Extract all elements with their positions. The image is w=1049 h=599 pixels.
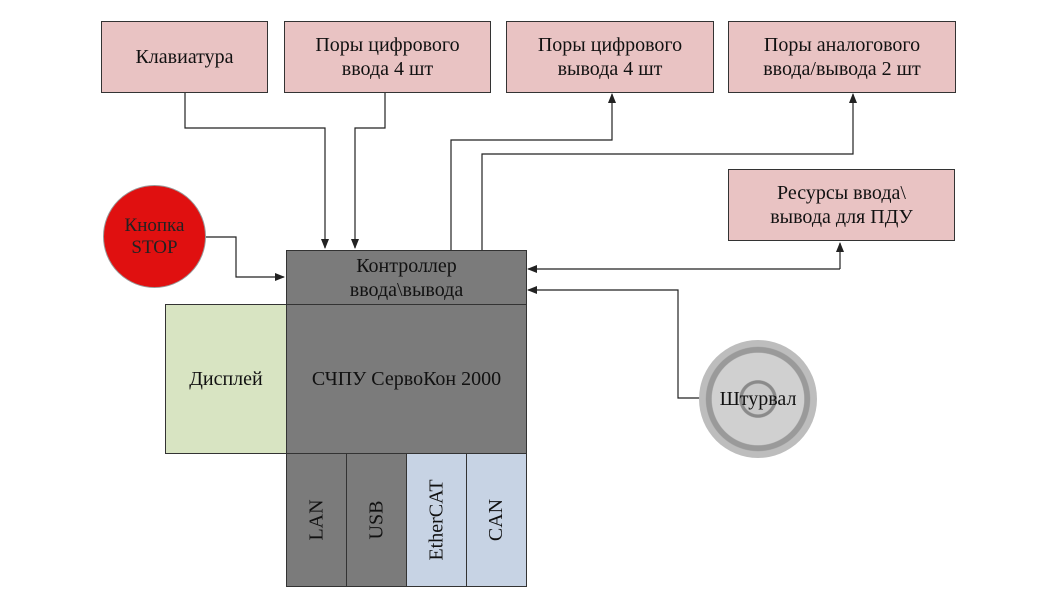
stop-label-line1: Кнопка	[124, 214, 185, 236]
keyboard-block: Клавиатура	[101, 21, 268, 93]
digital-input-label-line2: ввода 4 шт	[341, 58, 434, 80]
digital-output-label-line2: вывода 4 шт	[557, 58, 663, 80]
display-label: Дисплей	[189, 368, 263, 390]
port-lan-label: LAN	[305, 499, 328, 541]
handwheel-label: Штурвал	[719, 387, 797, 410]
port-ethercat-label: EtherCAT	[425, 479, 448, 561]
pdu-label-line2: вывода для ПДУ	[770, 206, 913, 228]
keyboard-label: Клавиатура	[135, 46, 234, 68]
pdu-resources-block: Ресурсы ввода\ вывода для ПДУ	[728, 169, 955, 241]
arrow-stop-to-controller	[204, 236, 285, 281]
arrow-digital-in-to-controller	[351, 92, 386, 249]
port-ethercat: EtherCAT	[406, 453, 467, 587]
arrow-handwheel-to-controller	[527, 286, 700, 399]
port-can-label: CAN	[485, 498, 508, 542]
digital-input-label-line1: Поры цифрового	[315, 34, 460, 56]
analog-ports-block: Поры аналогового ввода/вывода 2 шт	[728, 21, 956, 93]
display-block: Дисплей	[165, 304, 287, 454]
digital-output-ports-block: Поры цифрового вывода 4 шт	[506, 21, 714, 93]
arrow-controller-to-analog	[481, 93, 857, 250]
arrow-keyboard-to-controller	[184, 92, 329, 249]
port-usb: USB	[346, 453, 407, 587]
controller-label-line2: ввода\вывода	[349, 278, 464, 301]
io-controller-block: Контроллер ввода\вывода	[286, 250, 527, 305]
controller-label-line1: Контроллер	[356, 254, 457, 277]
analog-label-line2: ввода/вывода 2 шт	[763, 58, 921, 80]
digital-input-ports-block: Поры цифрового ввода 4 шт	[284, 21, 491, 93]
stop-label-line2: STOP	[131, 236, 178, 258]
stop-button: Кнопка STOP	[103, 185, 206, 288]
port-lan: LAN	[286, 453, 347, 587]
cnc-label: СЧПУ СервоКон 2000	[311, 368, 502, 390]
cnc-block: СЧПУ СервоКон 2000	[286, 304, 527, 454]
port-usb-label: USB	[365, 500, 388, 540]
handwheel-icon: Штурвал	[699, 340, 817, 458]
digital-output-label-line1: Поры цифрового	[537, 34, 683, 56]
pdu-label-line1: Ресурсы ввода\	[777, 182, 906, 204]
port-can: CAN	[466, 453, 527, 587]
arrow-controller-to-digital-out	[450, 93, 616, 250]
analog-label-line1: Поры аналогового	[763, 34, 921, 56]
